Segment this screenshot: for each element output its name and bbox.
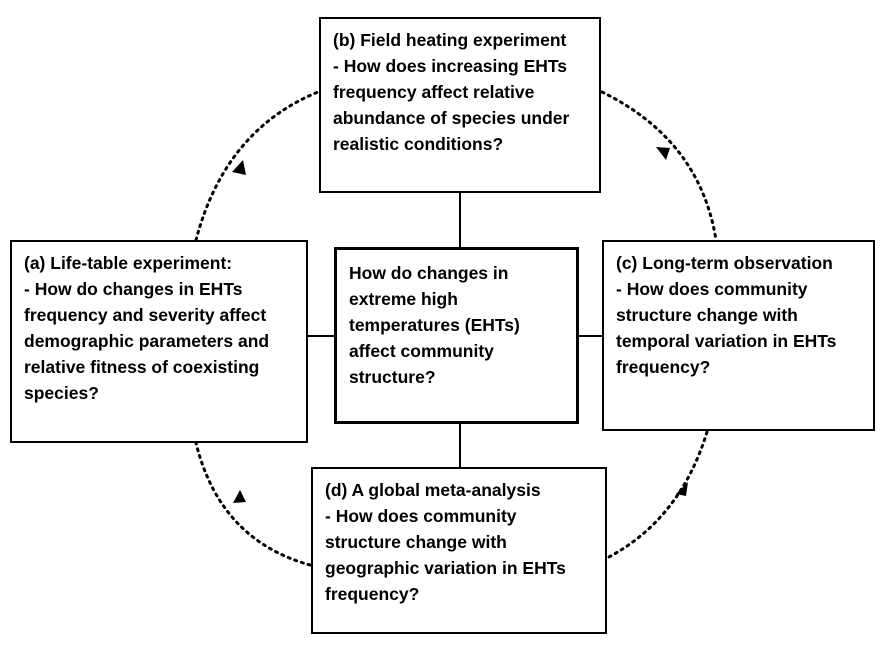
arrowhead-b-to-c [656,147,670,160]
box-long-term-observation: (c) Long-term observation - How does com… [602,240,875,431]
box-c-question: - How does community structure change wi… [616,279,837,377]
arrowhead-a-to-b [232,160,246,175]
arrowhead-d-to-a [233,490,246,503]
box-c-title: (c) Long-term observation [616,253,833,273]
box-d-title: (d) A global meta-analysis [325,480,541,500]
box-b-title: (b) Field heating experiment [333,30,567,50]
box-d-question: - How does community structure change wi… [325,506,566,604]
box-global-meta-analysis: (d) A global meta-analysis - How does co… [311,467,607,634]
arrowhead-c-to-d [676,482,688,496]
box-field-heating-experiment: (b) Field heating experiment - How does … [319,17,601,193]
box-central-question: How do changes in extreme high temperatu… [334,247,579,424]
central-question: How do changes in extreme high temperatu… [349,263,520,387]
box-b-question: - How does increasing EHTs frequency aff… [333,56,570,154]
cycle-arc-c-to-d [605,430,709,560]
box-life-table-experiment: (a) Life-table experiment: - How do chan… [10,240,308,443]
cycle-arc-a-to-b [194,90,320,242]
cycle-arc-d-to-a [194,441,312,567]
box-a-question: - How do changes in EHTs frequency and s… [24,279,270,403]
cycle-arc-b-to-c [600,90,718,242]
box-a-title: (a) Life-table experiment: [24,253,233,273]
